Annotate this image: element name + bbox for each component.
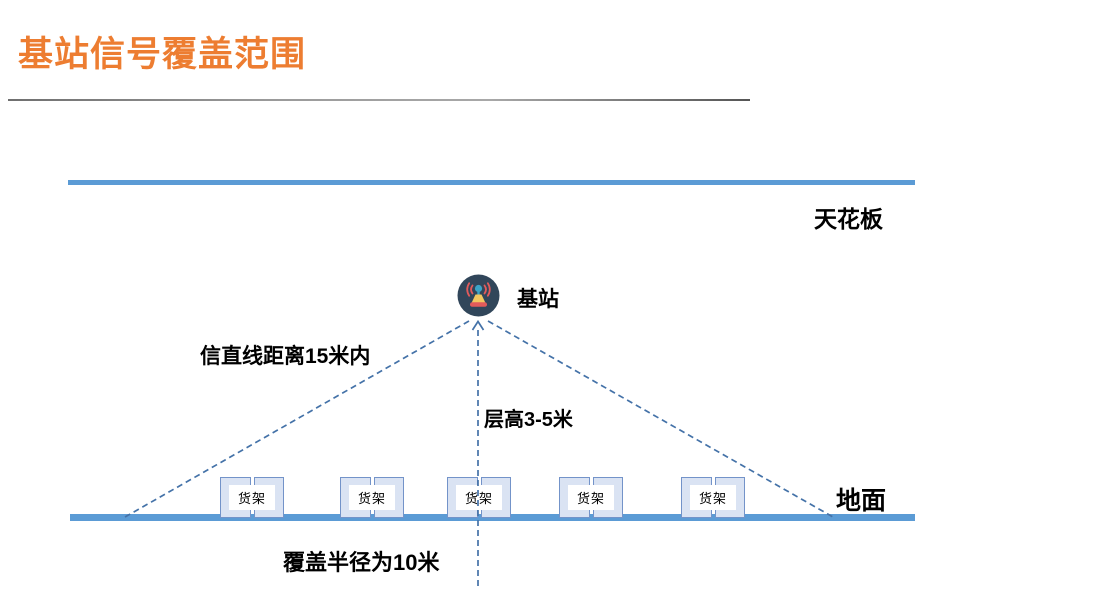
annotation-floor-height: 层高3-5米 bbox=[484, 409, 573, 431]
annotation-slant-distance: 信直线距离15米内 bbox=[200, 345, 371, 368]
shelf-rack: 货架 bbox=[340, 477, 404, 518]
shelf-rack: 货架 bbox=[559, 477, 623, 518]
shelf-rack: 货架 bbox=[220, 477, 284, 518]
ground-label: 地面 bbox=[836, 487, 887, 515]
shelf-rack: 货架 bbox=[681, 477, 745, 518]
base-station-label: 基站 bbox=[517, 288, 559, 311]
page-title: 基站信号覆盖范围 bbox=[18, 35, 307, 74]
base-station-antenna-icon bbox=[457, 274, 500, 317]
shelf-label: 货架 bbox=[568, 484, 614, 510]
up-arrowhead bbox=[471, 319, 485, 331]
ceiling-line bbox=[68, 180, 915, 185]
shelf-rack: 货架 bbox=[447, 477, 511, 518]
annotation-coverage-radius: 覆盖半径为10米 bbox=[283, 550, 440, 575]
ceiling-label: 天花板 bbox=[814, 206, 883, 232]
shelf-label: 货架 bbox=[229, 484, 275, 510]
title-underline bbox=[8, 99, 750, 101]
shelf-label: 货架 bbox=[456, 484, 502, 510]
shelf-label: 货架 bbox=[349, 484, 395, 510]
shelf-label: 货架 bbox=[690, 484, 736, 510]
